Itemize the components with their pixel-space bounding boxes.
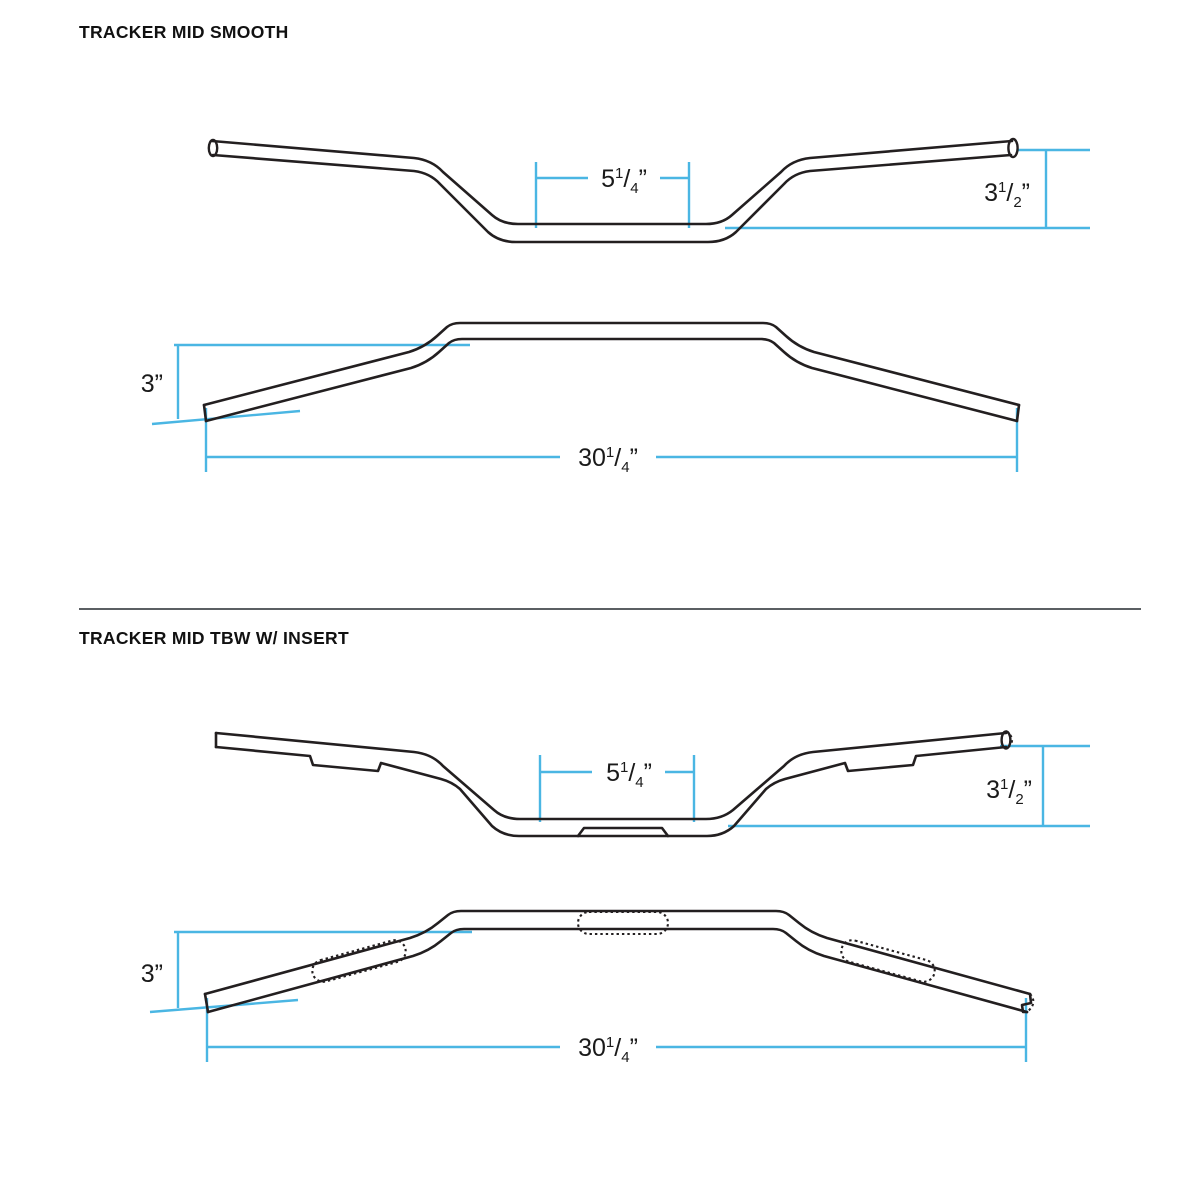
- left-bar-end: [207, 138, 219, 158]
- label-clamp-width-top-tbw: 51/4”: [606, 759, 652, 791]
- bar-edge-rear: [214, 731, 1008, 821]
- insert-slot-center: [576, 910, 670, 936]
- hidden-slots-front-tbw: [311, 910, 1035, 1013]
- label-overall-width-front-smooth: 301/4”: [578, 444, 638, 476]
- product-section-smooth: TRACKER MID SMOOTH: [79, 22, 1090, 476]
- bar-edge-front: [211, 153, 1013, 244]
- top-view-smooth: 51/4” 31/2”: [207, 137, 1090, 244]
- leader-rise-bottom: [149, 998, 299, 1014]
- right-insert-notch: [1020, 992, 1033, 1014]
- right-bar-end: [1007, 137, 1019, 159]
- insert-dotted-end: [1005, 730, 1014, 750]
- left-end-cap: [202, 403, 208, 423]
- section-divider: [79, 608, 1141, 610]
- label-clamp-width-top-smooth: 51/4”: [601, 165, 647, 197]
- left-end-cap: [203, 992, 210, 1014]
- label-pullback-top-tbw: 31/2”: [986, 776, 1032, 808]
- label-pullback-top-smooth: 31/2”: [984, 179, 1030, 211]
- handlebar-outline-front-tbw: [203, 909, 1033, 1014]
- dimension-lines-top-tbw: [538, 744, 1090, 828]
- center-channel-step: [576, 826, 670, 838]
- top-view-tbw: 51/4” 31/2”: [214, 730, 1090, 838]
- section-title-tbw: TRACKER MID TBW W/ INSERT: [79, 628, 349, 648]
- bar-edge-front-with-notches: [214, 745, 1008, 838]
- bar-edge-lower: [204, 337, 1019, 423]
- insert-hidden-detail-top: [1005, 730, 1014, 750]
- front-view-smooth: 3” 301/4”: [141, 321, 1021, 476]
- product-section-tbw: TRACKER MID TBW W/ INSERT: [0, 600, 1200, 1200]
- drawing-smooth: 51/4” 31/2”: [141, 137, 1090, 476]
- bar-edge-lower: [206, 927, 1029, 1014]
- section-title-smooth: TRACKER MID SMOOTH: [79, 22, 289, 42]
- front-view-tbw: 3” 301/4”: [141, 909, 1035, 1066]
- label-rise-front-smooth: 3”: [141, 370, 163, 398]
- handlebar-outline-top-tbw: [214, 730, 1012, 838]
- dimension-lines-top-smooth: [534, 148, 1090, 230]
- drawing-tbw: 51/4” 31/2”: [0, 600, 1200, 1200]
- insert-dotted-end-front: [1026, 993, 1035, 1013]
- label-rise-front-tbw: 3”: [141, 960, 163, 988]
- bar-edge-rear: [210, 139, 1014, 226]
- leader-rise-bottom: [151, 409, 301, 426]
- bar-edge-upper: [202, 321, 1021, 407]
- bar-edge-upper: [203, 909, 1032, 996]
- right-end-cap: [1015, 403, 1021, 423]
- label-overall-width-front-tbw: 301/4”: [578, 1034, 638, 1066]
- handlebar-outline-front-smooth: [202, 321, 1021, 423]
- handlebar-outline-top-smooth: [207, 137, 1019, 244]
